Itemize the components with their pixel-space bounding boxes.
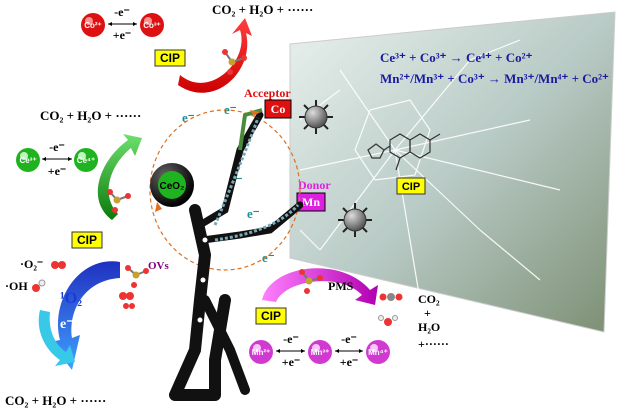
co-label-box	[264, 99, 292, 119]
co-redox-pair: Co²⁺ Co³⁺ -e⁻ +e⁻	[81, 5, 164, 42]
mn3-ion-label: Mn³⁺	[311, 348, 329, 357]
product-left: CO₂ + H₂O + ······	[40, 108, 141, 123]
acceptor-label: Acceptor	[244, 86, 291, 100]
superoxide-radical-label: ·O₂⁻	[20, 257, 43, 271]
cyan-arrow	[38, 310, 75, 366]
electron-label-1: e⁻	[182, 110, 195, 125]
svg-text:-e⁻: -e⁻	[49, 140, 65, 154]
product-bottom: CO₂ + H₂O + ······	[5, 393, 106, 408]
ce-redox-pair: Ce³⁺ Ce⁴⁺ -e⁻ +e⁻	[16, 140, 98, 178]
svg-text:+e⁻: +e⁻	[282, 355, 301, 369]
donor-label: Donor	[298, 178, 331, 192]
cip-molecule-top	[222, 49, 247, 75]
co2-molecule	[379, 293, 403, 301]
mn-urchin-particle	[338, 203, 372, 237]
ce3-ion-label: Ce³⁺	[19, 156, 36, 165]
h2o-molecule	[378, 315, 398, 326]
magenta-arrow	[262, 268, 378, 305]
cip-label-box-left	[71, 231, 103, 249]
cip-label-glass: CIP	[402, 181, 420, 193]
electron-label-left: e⁻	[60, 317, 74, 332]
co-urchin-particle	[299, 100, 333, 134]
cip-label-box-glass	[396, 177, 426, 195]
singlet-oxygen-label: ¹O₂	[60, 290, 82, 307]
green-arrow	[97, 134, 142, 220]
mn-label-box	[296, 192, 326, 212]
product-right-h2o: H₂O	[418, 320, 440, 334]
o2-molecule	[51, 261, 66, 269]
product-right-more: +······	[418, 337, 449, 351]
co-label: Co	[271, 102, 286, 116]
red-arrow	[178, 18, 252, 93]
ovs-label: OVs	[148, 260, 170, 272]
o2-molecules-lower	[119, 292, 135, 309]
mn-redox-chain: Mn²⁺ Mn³⁺ Mn⁴⁺ -e⁻ +e⁻ -e⁻ +e⁻	[249, 332, 390, 369]
hydroxyl-radical-label: ·OH	[5, 279, 28, 293]
co2-ion-label: Co²⁺	[84, 21, 102, 30]
equation-mn-co: Mn²⁺/Mn³⁺ + Co³⁺ → Mn³⁺/Mn⁴⁺ + Co²⁺	[380, 71, 609, 86]
plus-electron-label: +e⁻	[113, 28, 132, 42]
minus-electron-label: -e⁻	[114, 5, 130, 19]
cip-label-box-top	[154, 49, 186, 67]
product-top: CO₂ + H₂O + ······	[212, 2, 313, 17]
cip-label-box-bottom	[255, 307, 287, 325]
cip-molecule-pms	[299, 269, 323, 294]
cip-structure	[367, 133, 441, 171]
co3-ion-label: Co³⁺	[143, 21, 161, 30]
cip-label-bottom: CIP	[261, 309, 281, 323]
product-right-co2: CO₂	[418, 292, 440, 306]
electron-orbit	[149, 109, 301, 271]
mn4-ion-label: Mn⁴⁺	[368, 348, 388, 357]
pms-label: PMS	[328, 279, 354, 293]
equation-ce-co: Ce³⁺ + Co³⁺ → Ce⁴⁺ + Co²⁺	[380, 50, 533, 65]
electron-label-2: e⁻	[224, 102, 237, 117]
cip-label-top: CIP	[160, 51, 180, 65]
stick-figure	[169, 108, 304, 401]
orange-arrow-co	[250, 110, 260, 116]
electron-label-5: e⁻	[262, 250, 275, 265]
product-right-plus: +	[424, 306, 431, 320]
mn-label: Mn	[302, 195, 320, 209]
svg-text:+e⁻: +e⁻	[48, 164, 67, 178]
svg-text:-e⁻: -e⁻	[341, 332, 357, 346]
cip-molecule-left	[107, 189, 131, 213]
mn2-ion-label: Mn²⁺	[252, 348, 270, 357]
svg-text:-e⁻: -e⁻	[283, 332, 299, 346]
cip-label-left: CIP	[77, 233, 97, 247]
orange-arrow-ceo2	[155, 202, 162, 212]
cip-molecule-ovs	[125, 265, 149, 288]
ce4-ion-label: Ce⁴⁺	[77, 156, 95, 165]
svg-text:+e⁻: +e⁻	[340, 355, 359, 369]
blue-arrow	[50, 261, 120, 370]
oh-molecule	[32, 279, 46, 292]
electron-label-4: e⁻	[247, 206, 260, 221]
ceo2-label: CeO₂	[159, 181, 184, 192]
broken-glass-panel	[289, 11, 616, 333]
